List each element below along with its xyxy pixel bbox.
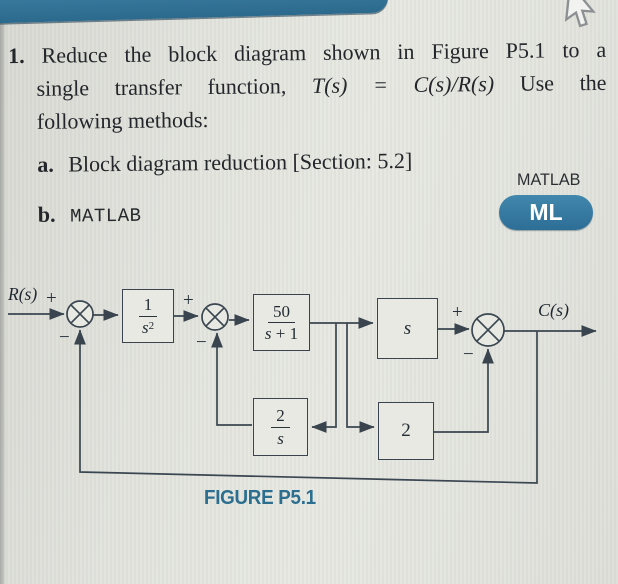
- item-b-text: MATLAB: [69, 204, 142, 228]
- block-gain-2: 2: [378, 402, 434, 460]
- teal-header-bar: [0, 0, 389, 24]
- item-a-label: a.: [37, 151, 54, 177]
- gain-label: 2: [401, 420, 411, 441]
- line-2-plain: single transfer function,: [36, 73, 287, 101]
- problem-line-1-text: Reduce the block diagram shown in Figure…: [41, 36, 607, 68]
- matlab-ml-badge[interactable]: ML: [499, 195, 593, 230]
- integrator-numerator: 1: [138, 295, 158, 317]
- diagram-wiring: [8, 300, 597, 484]
- mouse-arrow-cursor: [556, 0, 600, 40]
- block-integrator-1-over-s2: 1 s2: [122, 289, 174, 343]
- input-signal-label: R(s): [8, 284, 38, 304]
- item-b-label: b.: [37, 201, 56, 227]
- junction3-plus-sign: +: [452, 302, 463, 323]
- block-derivative-s: s: [377, 298, 438, 359]
- derivative-label: s: [403, 317, 412, 339]
- transfer-function-equation: T(s) = C(s)/R(s): [311, 71, 495, 98]
- feedback-denominator: s: [277, 428, 284, 448]
- ml-badge-text: ML: [529, 199, 563, 225]
- figure-caption: FIGURE P5.1: [204, 487, 316, 509]
- problem-line-2: single transfer function, T(s) = C(s)/R(…: [8, 66, 606, 105]
- feedback-numerator: 2: [271, 406, 290, 428]
- item-a-text: Block diagram reduction [Section: 5.2]: [68, 147, 413, 177]
- plant-numerator: 50: [268, 302, 295, 323]
- junction1-plus-sign: +: [46, 288, 57, 309]
- junction2-plus-sign: +: [183, 290, 194, 311]
- problem-number: 1.: [8, 42, 25, 69]
- plant-denominator-var: s: [264, 324, 272, 343]
- plant-denominator-rest: + 1: [275, 324, 299, 343]
- integrator-exponent: 2: [148, 319, 155, 332]
- block-plant-50-over-s-plus-1: 50 s + 1: [253, 294, 310, 351]
- problem-line-3: following methods:: [36, 107, 209, 134]
- junction1-minus-sign: −: [59, 327, 70, 348]
- junction2-minus-sign: −: [196, 332, 207, 353]
- matlab-margin-label: MATLAB: [517, 170, 581, 189]
- block-feedback-2-over-s: 2 s: [253, 398, 308, 456]
- line-2-tail: Use the: [519, 69, 607, 96]
- block-diagram-figure: R(s) C(s) + − + − + − 1 s2 50 s + 1 s 2 …: [0, 280, 618, 530]
- integrator-denominator: s: [141, 317, 149, 337]
- junction3-minus-sign: −: [463, 344, 474, 365]
- output-signal-label: C(s): [538, 300, 569, 320]
